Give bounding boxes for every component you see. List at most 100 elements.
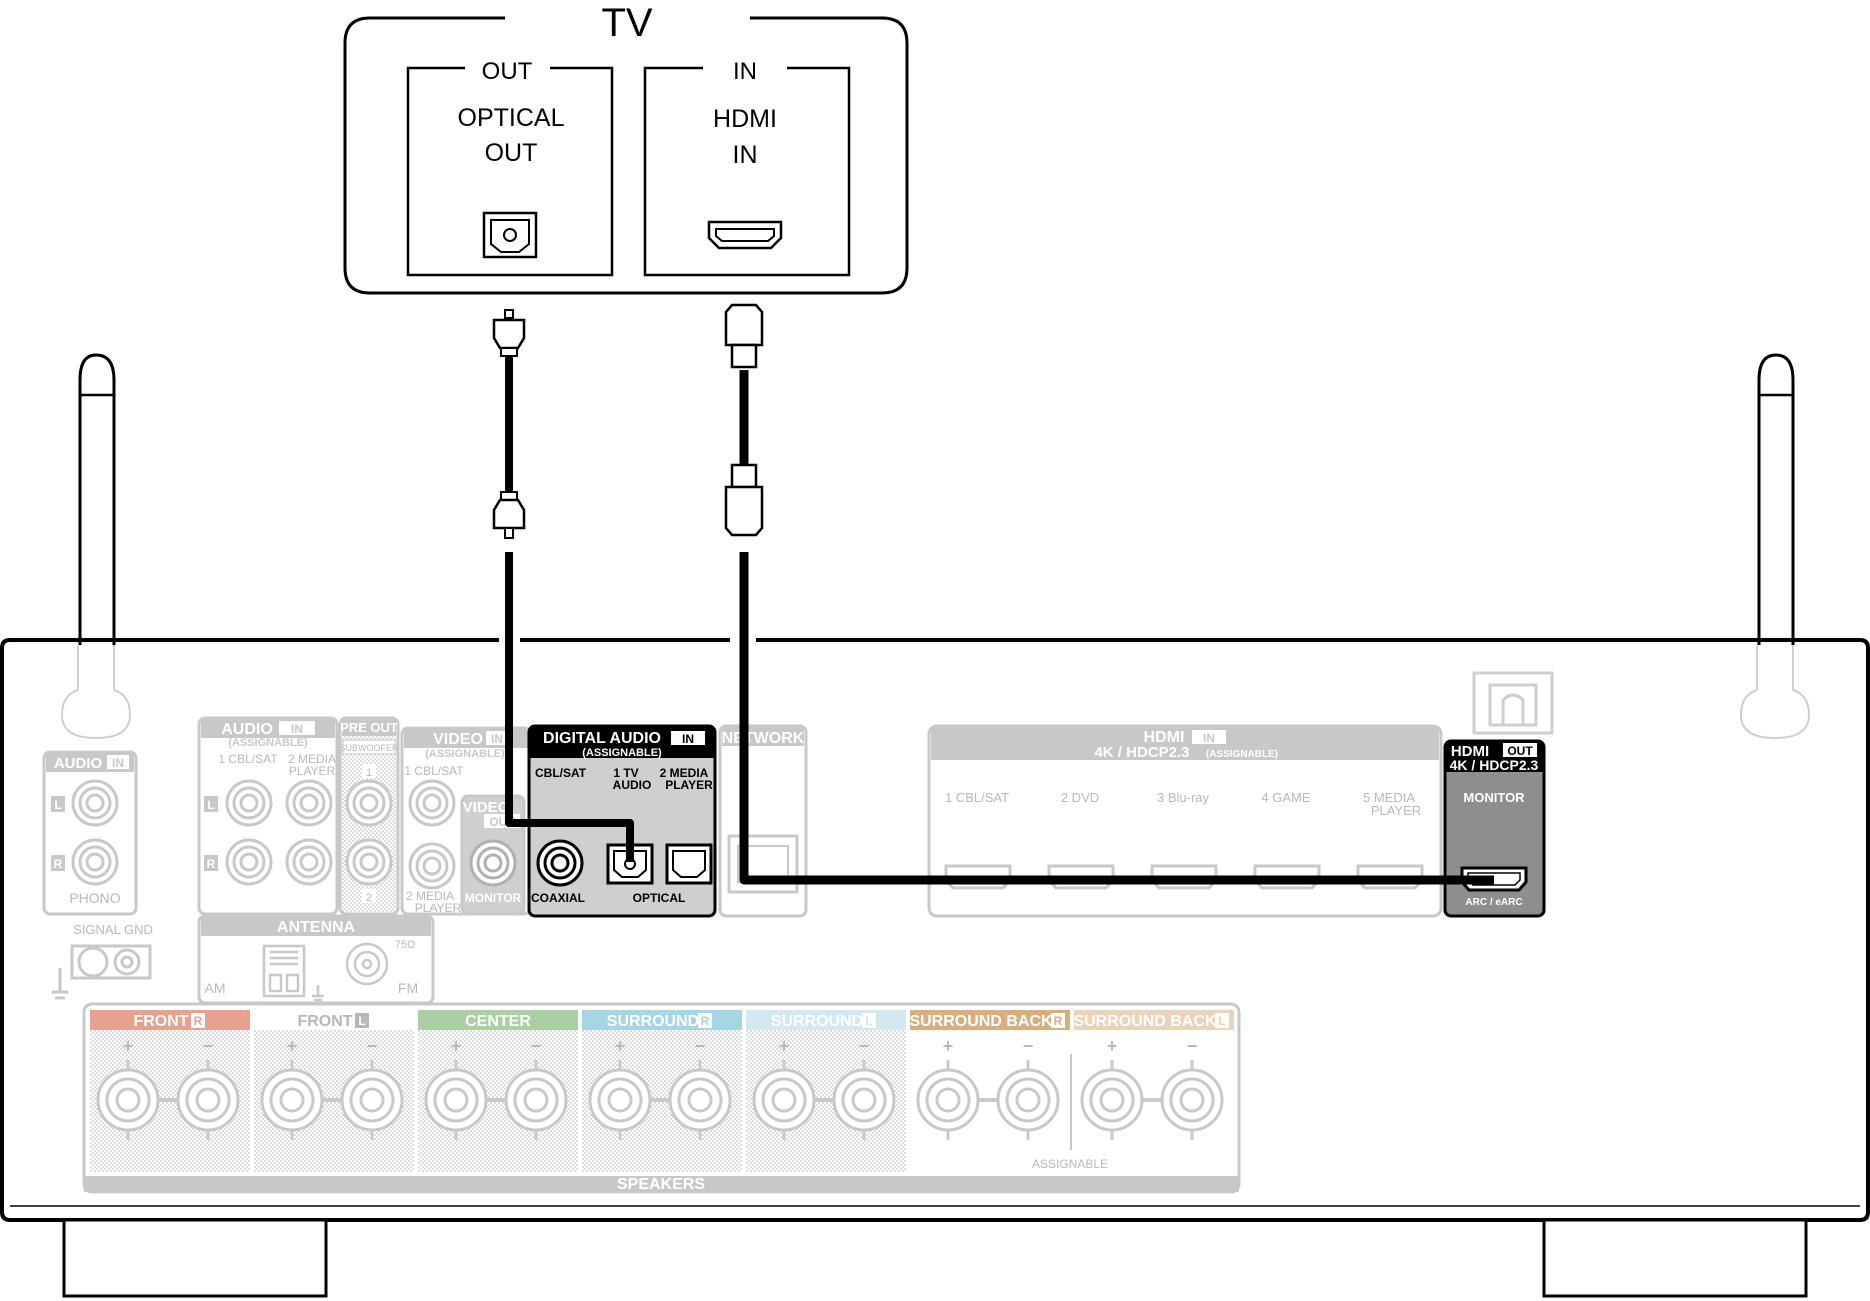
hdmi-cable-route xyxy=(739,552,1494,885)
speaker-terminal-ring xyxy=(1169,1077,1215,1123)
speaker-side-label: R xyxy=(194,1014,203,1028)
tv-out-frame xyxy=(406,66,614,277)
optical-jack-media-player[interactable] xyxy=(665,843,713,885)
signal-gnd-label: SIGNAL GND xyxy=(73,922,153,937)
hdmi-in-input-5-1: 5 MEDIA xyxy=(1363,790,1415,805)
terminal-polarity-label: + xyxy=(779,1036,790,1056)
tv-unit: TV OUT OPTICAL OUT IN HDMI IN xyxy=(343,1,909,295)
digital-audio-tv-audio-1: 1 TV xyxy=(613,766,638,780)
antenna-left xyxy=(60,353,132,740)
speaker-terminal-ring xyxy=(677,1077,723,1123)
speaker-terminal-core xyxy=(1099,1087,1125,1113)
speaker-terminal-core xyxy=(443,1087,469,1113)
optical-plug-bottom xyxy=(492,491,526,539)
video-in-title: VIDEO xyxy=(433,731,483,748)
speaker-terminal-ring xyxy=(513,1077,559,1123)
tv-outline xyxy=(343,16,909,295)
audio-in-badge: IN xyxy=(291,722,303,736)
hdmi-plug-bottom xyxy=(724,463,764,537)
audio-in-panel: AUDIO IN (ASSIGNABLE) 1 CBL/SAT 2 MEDIA … xyxy=(197,716,339,916)
antenna-right xyxy=(1739,353,1811,740)
speaker-group-label: SURROUND BACK xyxy=(909,1013,1053,1030)
audio-in-col2-1: 2 MEDIA xyxy=(288,752,336,766)
tv-optical-out-label-2: OUT xyxy=(485,139,538,167)
digital-audio-tv-audio-2: AUDIO xyxy=(613,778,652,792)
speaker-group-label: SURROUND xyxy=(771,1013,863,1030)
video-out-label: MONITOR xyxy=(465,891,522,905)
digital-audio-sub: (ASSIGNABLE) xyxy=(582,747,662,759)
terminal-polarity-label: − xyxy=(1187,1036,1198,1056)
coaxial-jack[interactable] xyxy=(536,839,584,887)
speaker-side-badge xyxy=(698,1013,712,1028)
tv-optical-out-section: OUT OPTICAL OUT xyxy=(406,58,614,277)
speaker-terminal-ring xyxy=(597,1077,643,1123)
tv-optical-port-icon[interactable] xyxy=(482,211,538,259)
speakers-assignable: ASSIGNABLE xyxy=(1032,1157,1108,1171)
speaker-terminal-ring xyxy=(925,1077,971,1123)
hdmi-in-input-4: 4 GAME xyxy=(1261,790,1310,805)
audio-in-sub: (ASSIGNABLE) xyxy=(228,737,308,749)
pre-out-n1: 1 xyxy=(366,767,372,779)
speaker-terminal-ring xyxy=(1089,1077,1135,1123)
speaker-side-badge xyxy=(1051,1013,1065,1028)
speaker-group-1: FRONT L + − xyxy=(254,1010,414,1172)
speaker-group-label: FRONT xyxy=(297,1013,352,1030)
foot-right xyxy=(1542,1218,1808,1298)
speaker-terminal-ring xyxy=(761,1077,807,1123)
hdmi-out-panel: HDMI OUT 4K / HDCP2.3 MONITOR ARC / eARC xyxy=(1443,739,1546,918)
terminal-polarity-label: + xyxy=(451,1036,462,1056)
tv-hdmi-in-label-2: IN xyxy=(733,141,758,169)
video-in-badge: IN xyxy=(491,732,503,746)
video-in-sub: (ASSIGNABLE) xyxy=(425,748,505,760)
power-inlet xyxy=(1472,671,1554,735)
terminal-polarity-label: + xyxy=(615,1036,626,1056)
speaker-terminal-core xyxy=(607,1087,633,1113)
tv-hdmi-port-icon[interactable] xyxy=(707,220,783,250)
phono-badge: IN xyxy=(112,756,124,770)
digital-audio-media-player-2: PLAYER xyxy=(665,778,713,792)
hdmi-in-input-1: 1 CBL/SAT xyxy=(945,790,1009,805)
speaker-terminal-core xyxy=(115,1087,141,1113)
audio-in-ch-r: R xyxy=(207,857,216,871)
pre-out-sub: SUBWOOFER xyxy=(339,743,399,753)
terminal-polarity-label: + xyxy=(943,1036,954,1056)
hdmi-in-input-2: 2 DVD xyxy=(1061,790,1099,805)
antenna-title: ANTENNA xyxy=(277,919,356,936)
speaker-side-badge xyxy=(862,1013,876,1028)
hdmi-in-spec: 4K / HDCP2.3 xyxy=(1094,744,1189,761)
terminal-polarity-label: + xyxy=(123,1036,134,1056)
speaker-group-2: CENTER+− xyxy=(418,1010,578,1172)
speaker-side-badge xyxy=(355,1013,369,1028)
speaker-group-label: CENTER xyxy=(465,1013,531,1030)
tv-in-frame xyxy=(643,66,851,277)
speaker-terminal-ring xyxy=(841,1077,887,1123)
hdmi-in-title: HDMI xyxy=(1144,729,1185,746)
speaker-terminal-core xyxy=(687,1087,713,1113)
hdmi-out-badge: OUT xyxy=(1507,744,1533,758)
network-panel: NETWORK xyxy=(718,724,808,918)
speaker-side-label: L xyxy=(865,1014,872,1028)
tv-in-header: IN xyxy=(733,58,757,85)
terminal-polarity-label: − xyxy=(367,1036,378,1056)
speaker-terminal-core xyxy=(935,1087,961,1113)
terminal-polarity-label: + xyxy=(1107,1036,1118,1056)
video-in-col1: 1 CBL/SAT xyxy=(404,764,464,778)
audio-in-title: AUDIO xyxy=(221,721,273,738)
speaker-group-label: FRONT xyxy=(133,1013,188,1030)
hdmi-in-input-3: 3 Blu-ray xyxy=(1157,790,1210,805)
speaker-side-label: L xyxy=(358,1014,365,1028)
terminal-polarity-label: + xyxy=(287,1036,298,1056)
hdmi-out-label: MONITOR xyxy=(1463,790,1525,805)
speaker-side-label: R xyxy=(1054,1014,1063,1028)
antenna-fm: FM xyxy=(398,980,418,996)
speaker-terminal-core xyxy=(523,1087,549,1113)
terminal-polarity-label: − xyxy=(1023,1036,1034,1056)
speaker-group-header xyxy=(254,1010,414,1030)
antenna-ohm: 75Ω xyxy=(395,939,415,951)
speakers-title: SPEAKERS xyxy=(617,1176,705,1193)
phono-ch-l: L xyxy=(54,798,61,812)
